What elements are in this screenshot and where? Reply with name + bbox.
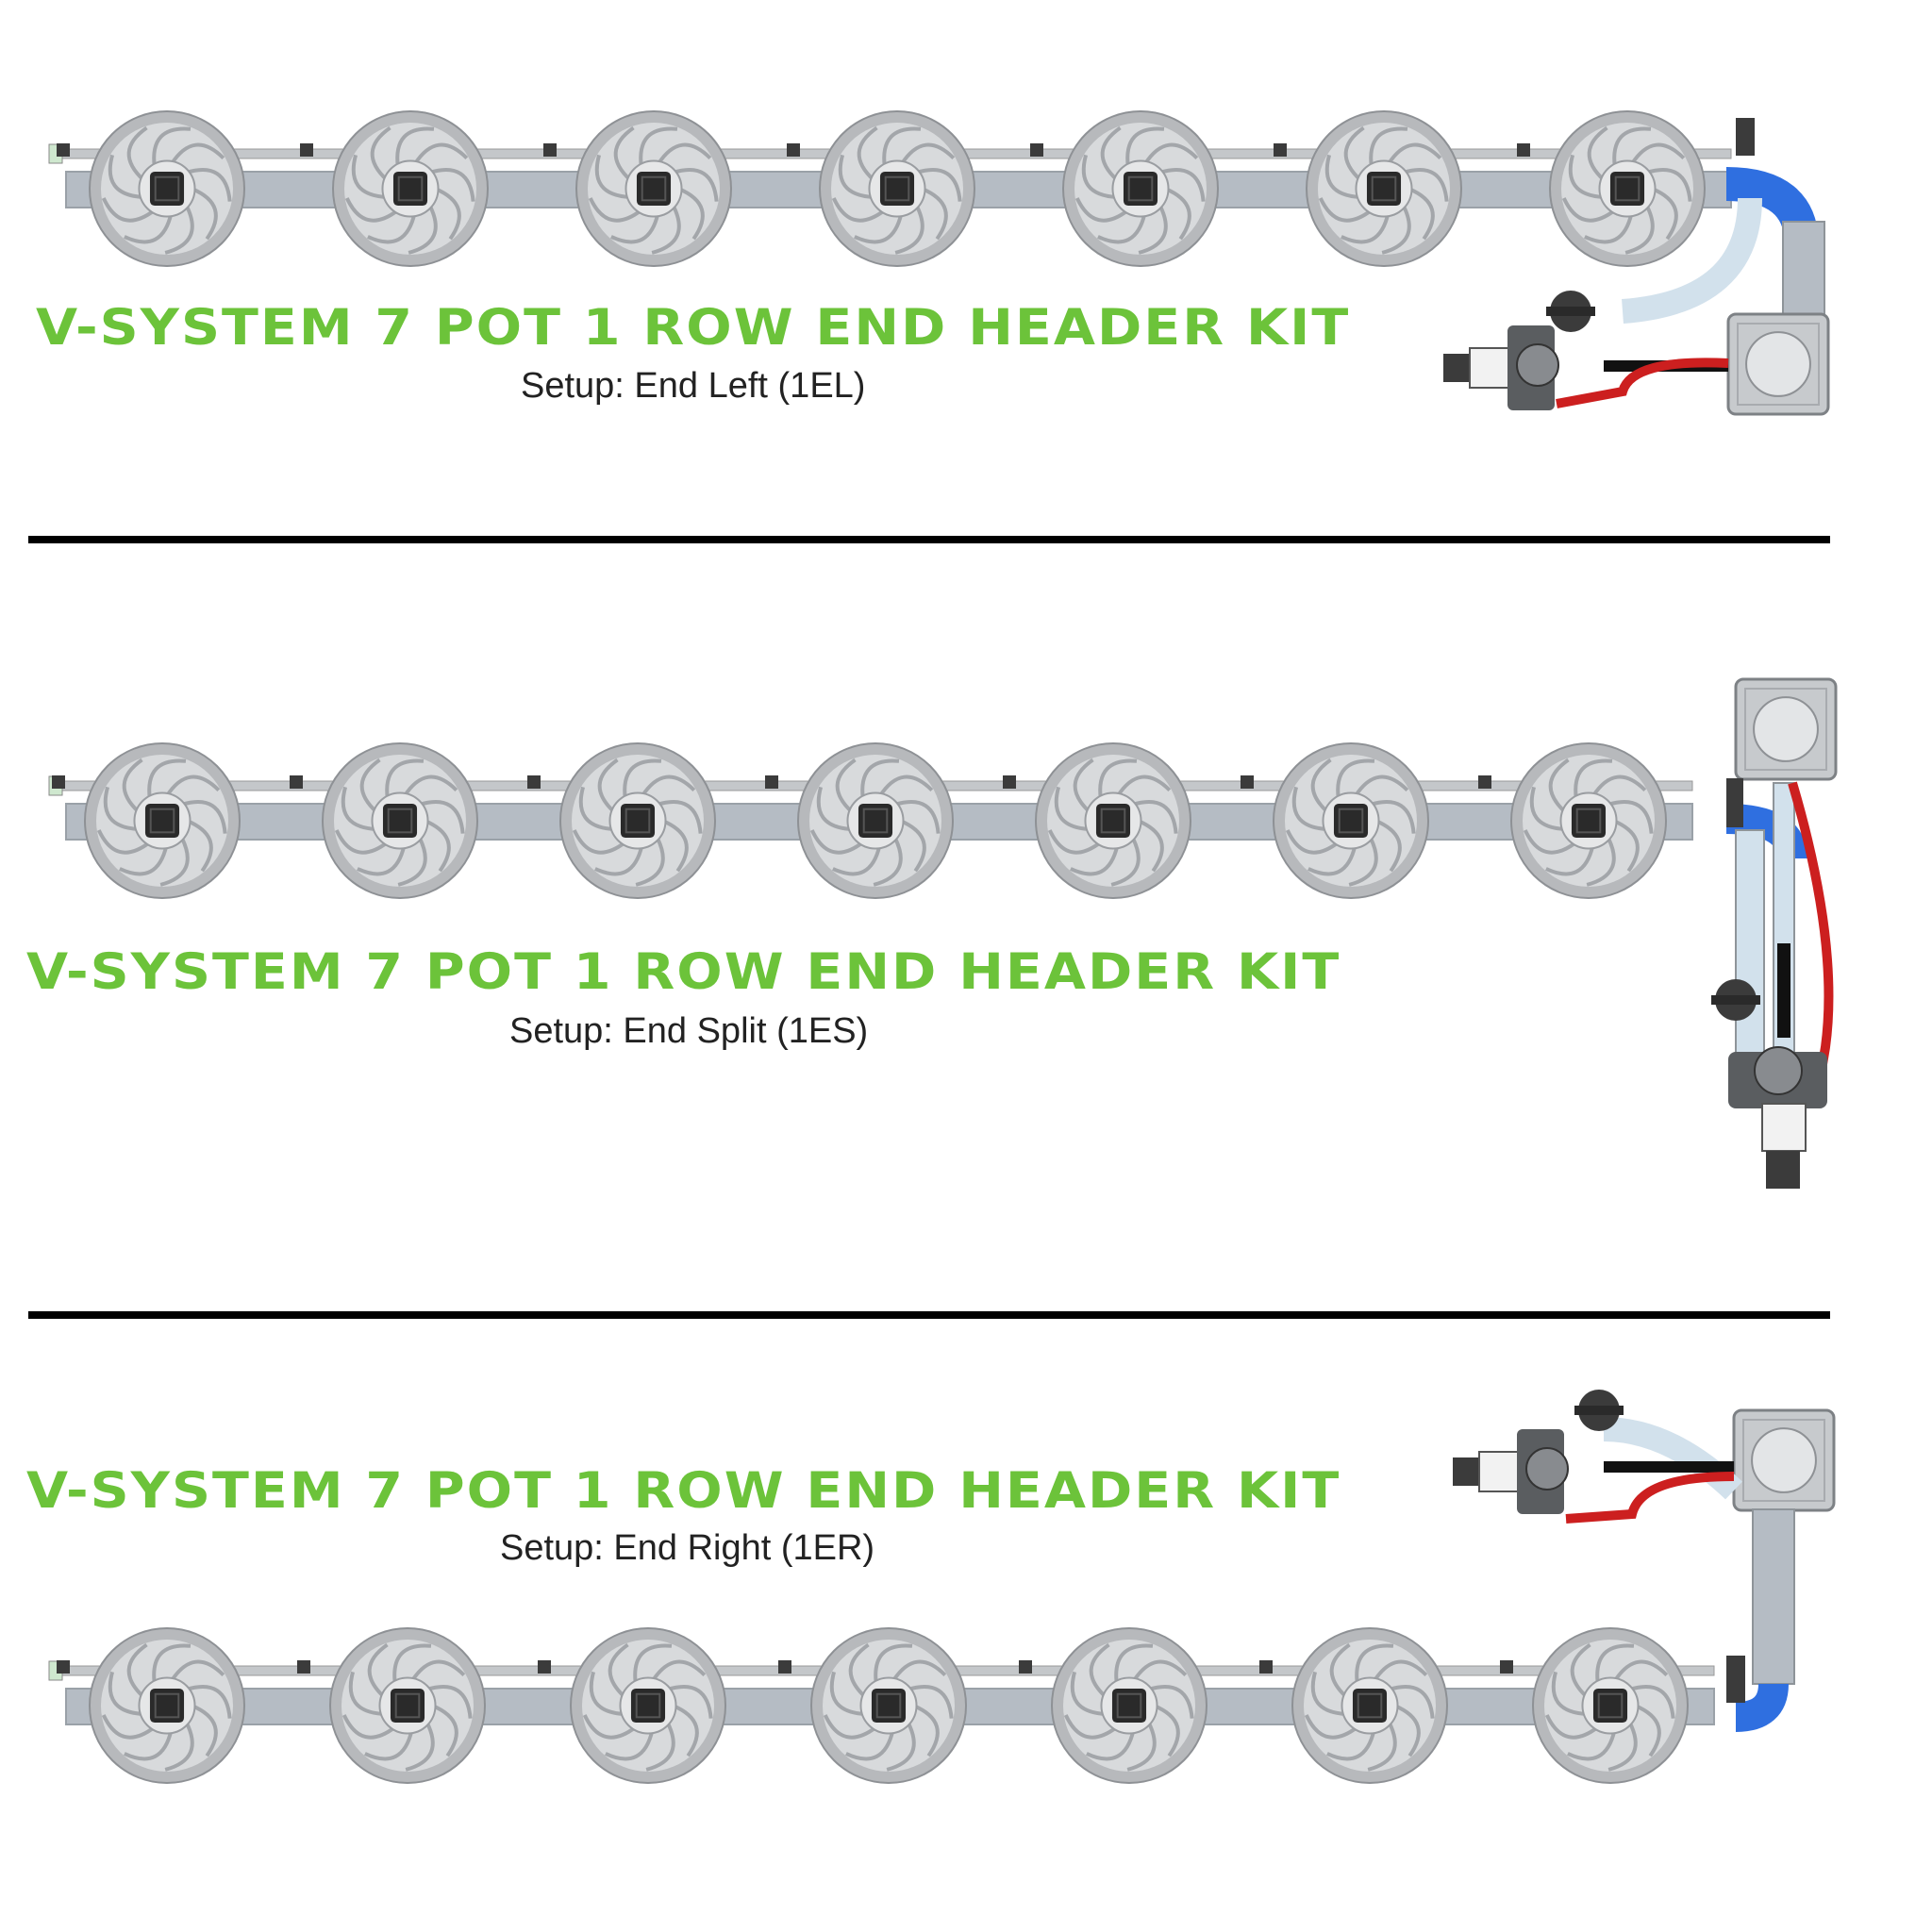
pot-icon <box>570 1627 726 1784</box>
pot-icon <box>1035 742 1191 899</box>
pot-icon <box>1549 110 1706 267</box>
valve-icon <box>1574 1390 1624 1431</box>
valve-icon <box>765 775 778 789</box>
pot-icon <box>1291 1627 1448 1784</box>
kit-title: V-SYSTEM 7 POT 1 ROW END HEADER KIT <box>26 943 1341 1002</box>
valve-icon <box>1259 1660 1273 1674</box>
kit-panel-1er: V-SYSTEM 7 POT 1 ROW END HEADER KIT Setu… <box>0 1321 1932 1924</box>
pot-icon <box>1510 742 1667 899</box>
divider-2 <box>28 1311 1830 1319</box>
pot-icon <box>1051 1627 1208 1784</box>
kit-panel-1el: V-SYSTEM 7 POT 1 ROW END HEADER KIT Setu… <box>0 0 1932 528</box>
valve-icon <box>57 143 70 157</box>
pot-icon <box>1532 1627 1689 1784</box>
valve-icon <box>52 775 65 789</box>
kit-setup: Setup: End Right (1ER) <box>500 1528 875 1568</box>
pot-icon <box>819 110 975 267</box>
valve-icon <box>1711 979 1760 1021</box>
valve-icon <box>1517 143 1530 157</box>
pump-icon <box>1754 1046 1803 1095</box>
pump-icon <box>1766 1151 1800 1189</box>
pot-icon <box>329 1627 486 1784</box>
pump-icon <box>1443 325 1559 410</box>
header-tank-icon <box>1726 312 1830 416</box>
blue-elbow <box>1735 1682 1789 1732</box>
valve-icon <box>1726 778 1743 827</box>
return-hose <box>1735 829 1765 1058</box>
diagram-1er <box>48 1390 1836 1784</box>
pot-icon <box>559 742 716 899</box>
pot-icon <box>1273 742 1429 899</box>
pot-icon <box>797 742 954 899</box>
valve-icon <box>1030 143 1043 157</box>
pot-icon <box>810 1627 967 1784</box>
valve-icon <box>57 1660 70 1674</box>
pot-icon <box>322 742 478 899</box>
riser-pipe <box>1782 221 1825 317</box>
valve-icon <box>1726 1656 1745 1703</box>
pump-label <box>1761 1103 1807 1152</box>
diagram-1el <box>48 110 1830 416</box>
kit-title: V-SYSTEM 7 POT 1 ROW END HEADER KIT <box>36 299 1351 358</box>
pot-icon <box>1306 110 1462 267</box>
valve-icon <box>543 143 557 157</box>
kit-panel-1es: V-SYSTEM 7 POT 1 ROW END HEADER KIT Setu… <box>0 547 1932 1302</box>
valve-icon <box>1003 775 1016 789</box>
header-tank-icon <box>1734 677 1838 781</box>
pot-icon <box>89 1627 245 1784</box>
riser-pipe <box>1752 1508 1795 1685</box>
return-hose <box>1621 197 1762 324</box>
valve-icon <box>527 775 541 789</box>
valve-icon <box>1736 118 1755 156</box>
valve-icon <box>290 775 303 789</box>
valve-icon <box>538 1660 551 1674</box>
kit-setup: Setup: End Split (1ES) <box>509 1011 869 1051</box>
black-tube <box>1777 943 1790 1038</box>
pot-icon <box>575 110 732 267</box>
pump-icon <box>1453 1429 1569 1514</box>
diagram-1es <box>48 677 1838 1189</box>
red-tube <box>1565 1472 1735 1524</box>
valve-icon <box>1500 1660 1513 1674</box>
valve-icon <box>1241 775 1254 789</box>
valve-icon <box>778 1660 791 1674</box>
valve-icon <box>1274 143 1287 157</box>
kit-setup: Setup: End Left (1EL) <box>521 366 866 406</box>
pot-icon <box>332 110 489 267</box>
kit-title: V-SYSTEM 7 POT 1 ROW END HEADER KIT <box>26 1462 1341 1521</box>
pot-icon <box>1062 110 1219 267</box>
valve-icon <box>297 1660 310 1674</box>
pot-icon <box>84 742 241 899</box>
pot-icon <box>89 110 245 267</box>
red-tube <box>1788 781 1834 1076</box>
valve-icon <box>1019 1660 1032 1674</box>
divider-1 <box>28 536 1830 543</box>
valve-icon <box>300 143 313 157</box>
header-tank-icon <box>1732 1408 1836 1512</box>
red-tube <box>1556 358 1729 408</box>
valve-icon <box>1478 775 1491 789</box>
valve-icon <box>787 143 800 157</box>
valve-icon <box>1546 291 1595 332</box>
